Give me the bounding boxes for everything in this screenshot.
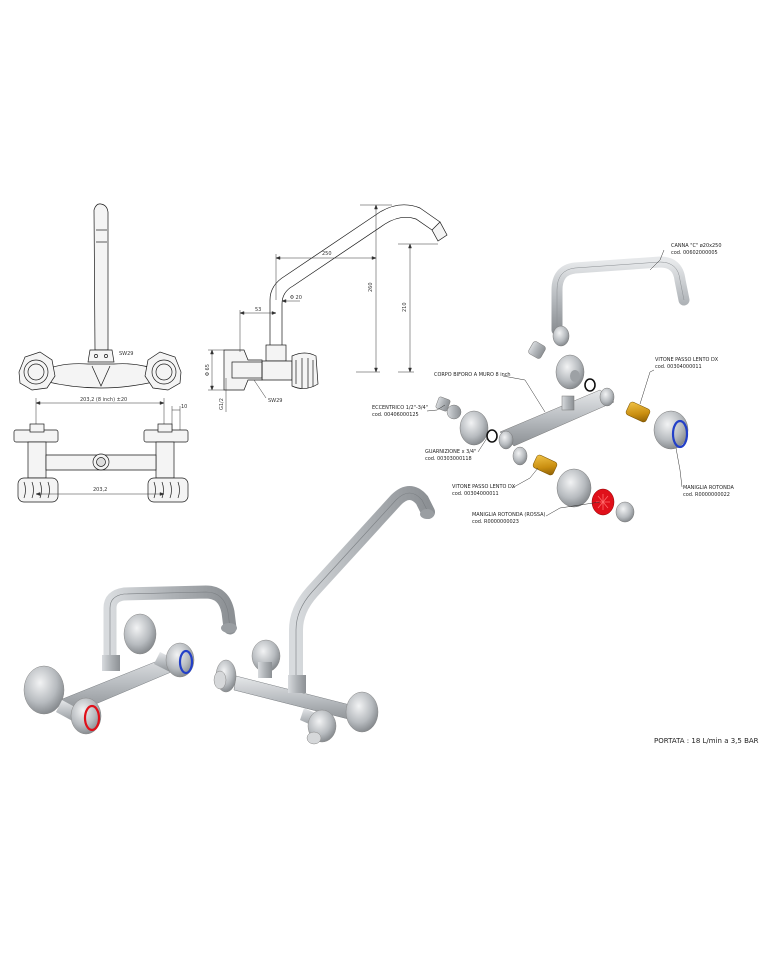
- label-maniglia-blu-name: MANIGLIA ROTONDA: [683, 485, 734, 491]
- label-maniglia-rossa-code: cod. R0000000023: [472, 518, 519, 525]
- leader-lines: [426, 249, 683, 517]
- render-tall-spout: [213, 486, 435, 745]
- dim-210: 210: [402, 302, 408, 312]
- dim-sw29-front: SW29: [119, 351, 133, 357]
- side-dimensions: [208, 204, 438, 412]
- label-vitone-dx-name: VITONE PASSO LENTO DX: [655, 357, 719, 363]
- dim-g12: G1/2: [219, 398, 225, 410]
- label-maniglia-blu-code: cod. R0000000022: [683, 491, 730, 498]
- dim-width-top: 203,2 (8 inch) ±20: [80, 397, 127, 403]
- label-eccentrico-name: ECCENTRICO 1/2"-3/4": [372, 405, 428, 411]
- label-eccentrico-code: cod. 00406000125: [372, 411, 419, 418]
- flow-rate-note: PORTATA : 18 L/min a 3,5 BAR: [654, 737, 759, 745]
- dim-250: 250: [322, 251, 332, 257]
- label-vitone-sx-name: VITONE PASSO LENTO DX: [452, 484, 516, 490]
- label-corpo-name: CORPO BIFORO A MURO 8 inch: [434, 372, 511, 378]
- render-short-spout: [23, 585, 237, 735]
- dim-phi65: Φ 65: [205, 364, 211, 376]
- exploded-view: [435, 256, 690, 523]
- dim-sw29-side: SW29: [268, 398, 282, 404]
- label-canna-name: CANNA "C" ø20x250: [671, 243, 722, 249]
- dim-53: 53: [255, 307, 261, 313]
- front-dim-width-top: [35, 398, 181, 430]
- label-guarnizione-name: GUARNIZIONE x 3/4": [425, 449, 477, 455]
- front-view: [18, 203, 182, 391]
- dim-phi20: Φ 20: [290, 295, 302, 301]
- plan-dim-width-bottom: [35, 492, 165, 496]
- label-vitone-sx-code: cod. 00304000011: [452, 490, 499, 497]
- dim-width-bottom: 203,2: [93, 487, 107, 493]
- label-maniglia-rossa-name: MANIGLIA ROTONDA (ROSSA): [472, 512, 546, 518]
- side-view: [223, 204, 448, 391]
- dim-ten: 10: [181, 404, 187, 410]
- label-guarnizione-code: cod. 00303000118: [425, 455, 472, 462]
- plan-view: [13, 423, 189, 503]
- label-canna-code: cod. 00602000005: [671, 249, 718, 256]
- label-vitone-dx-code: cod. 00304000011: [655, 363, 702, 370]
- dim-260: 260: [368, 282, 374, 292]
